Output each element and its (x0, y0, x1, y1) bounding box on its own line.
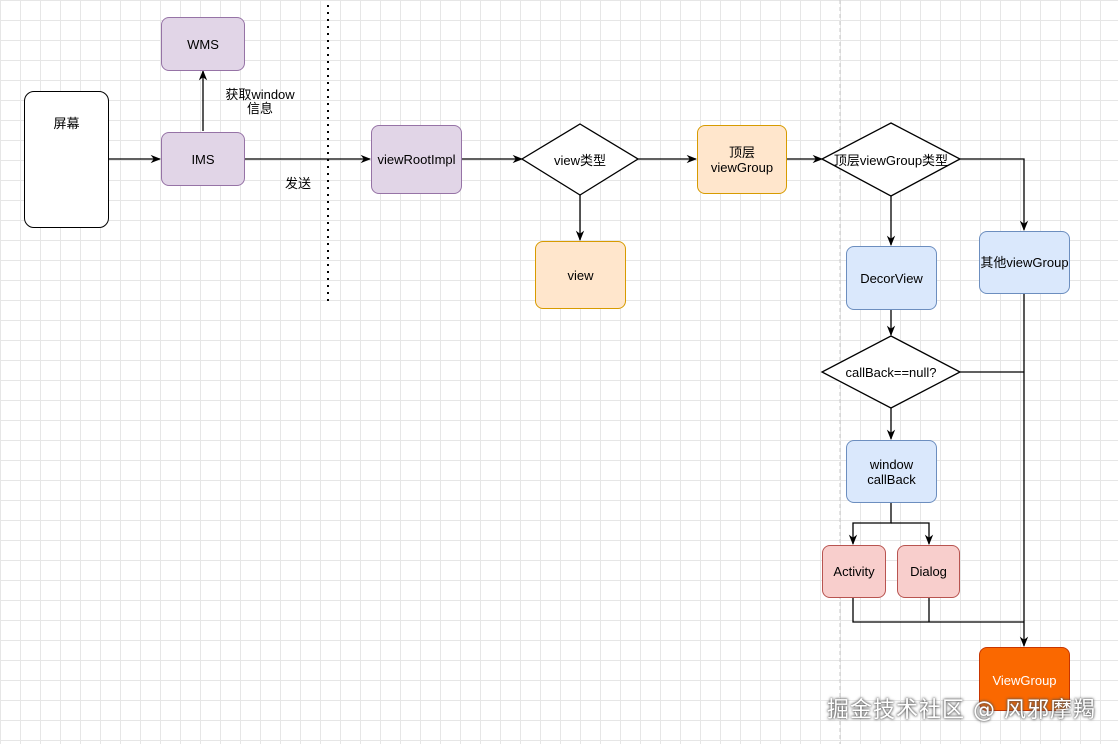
decision-callback-label: callBack==null? (845, 364, 937, 380)
node-view-group: ViewGroup (979, 647, 1070, 711)
edge-windowcallback-to-activity (848, 503, 892, 546)
node-view: view (535, 241, 626, 309)
node-decor-view: DecorView (846, 246, 937, 310)
decision-view-type-shape (520, 123, 640, 196)
node-decor-view-label: DecorView (860, 270, 923, 286)
node-dialog-label: Dialog (910, 564, 947, 579)
node-wms: WMS (161, 17, 245, 71)
node-view-label: view (567, 267, 594, 283)
node-activity: Activity (822, 545, 886, 598)
node-other-viewgroup-label: 其他viewGroup (980, 255, 1069, 270)
node-ims-label: IMS (191, 151, 215, 167)
node-top-viewgroup: 顶层viewGroup (697, 125, 787, 194)
decision-view-type-label: view类型 (553, 152, 606, 168)
node-wms-label: WMS (187, 36, 219, 52)
node-top-viewgroup-label: 顶层viewGroup (710, 144, 774, 175)
node-screen: 屏幕 (24, 91, 109, 228)
decision-callback-shape (820, 335, 962, 409)
node-window-callback: window callBack (846, 440, 937, 503)
edge-label-send: 发送 (284, 176, 311, 191)
node-ims: IMS (161, 132, 245, 186)
node-window-callback-label: window callBack (867, 456, 916, 487)
node-view-group-label: ViewGroup (992, 673, 1057, 688)
node-view-root-impl-label: viewRootImpl (377, 152, 456, 167)
node-screen-label: 屏幕 (53, 116, 80, 131)
edge-type-to-otherviewgroup (960, 158, 1029, 232)
watermark: 掘金技术社区 @ 风邪摩羯 (827, 698, 1096, 723)
edge-windowcallback-to-dialog (891, 522, 934, 546)
node-dialog: Dialog (897, 545, 960, 598)
edge-activity-to-viewgroup (852, 598, 1024, 623)
edge-label-get-window-info: 获取window 信息 (225, 87, 295, 116)
decision-top-viewgroup-type-label: 顶层viewGroup类型 (833, 152, 949, 168)
node-other-viewgroup: 其他viewGroup (979, 231, 1070, 294)
node-activity-label: Activity (833, 564, 875, 579)
decision-top-viewgroup-type-shape (820, 122, 962, 197)
node-view-root-impl: viewRootImpl (371, 125, 462, 194)
